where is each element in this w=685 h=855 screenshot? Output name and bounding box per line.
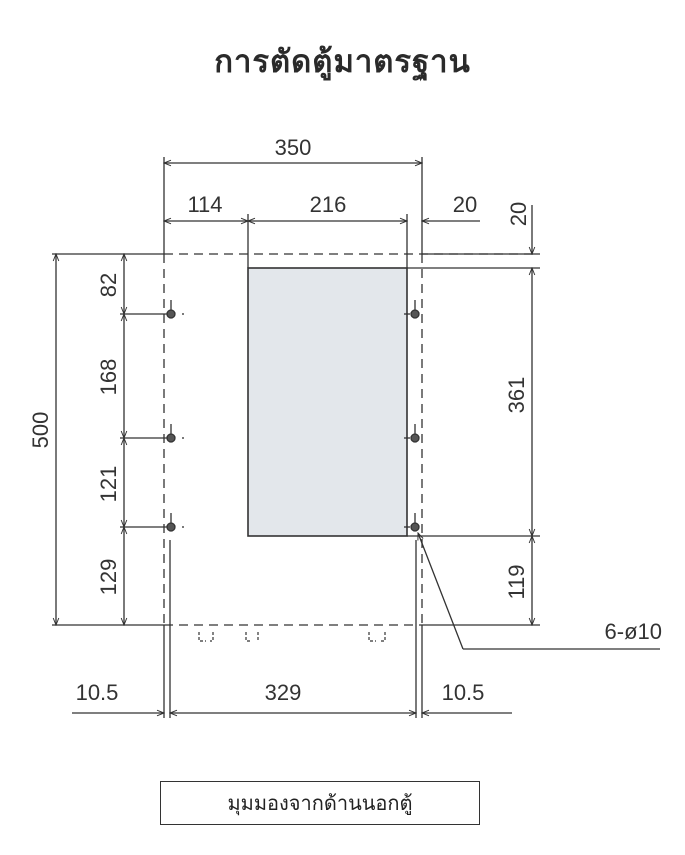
hole-left-1 xyxy=(166,300,184,319)
hole-callout: 6-ø10 xyxy=(605,619,662,644)
dim-right-margin: 20 xyxy=(453,192,477,217)
dim-bottom-span: 329 xyxy=(265,680,302,705)
dim-cutout-width: 216 xyxy=(310,192,347,217)
hole-left-3 xyxy=(166,513,184,532)
page-title: การตัดตู้มาตรฐาน xyxy=(214,44,471,80)
view-caption: มุมมองจากด้านนอกตู้ xyxy=(160,781,480,825)
dim-overall-width: 350 xyxy=(275,135,312,160)
dim-overall-height: 500 xyxy=(28,412,53,449)
dim-bottom-right: 10.5 xyxy=(442,680,485,705)
panel-feet xyxy=(198,632,386,642)
dim-hole-spacing-2: 168 xyxy=(96,359,121,396)
cutout-rectangle xyxy=(247,267,408,537)
dim-hole-spacing-1: 82 xyxy=(96,273,121,297)
hole-left-2 xyxy=(166,424,184,443)
hole-right-1 xyxy=(404,300,420,319)
dim-cutout-height: 361 xyxy=(504,377,529,414)
view-caption-text: มุมมองจากด้านนอกตู้ xyxy=(227,791,413,815)
dim-hole-spacing-3: 121 xyxy=(96,466,121,503)
dim-hole-spacing-4: 129 xyxy=(96,559,121,596)
hole-right-3 xyxy=(404,513,420,532)
dim-bottom-left: 10.5 xyxy=(76,680,119,705)
dim-bottom-margin: 119 xyxy=(504,564,529,599)
hole-right-2 xyxy=(404,424,420,443)
dim-left-offset: 114 xyxy=(187,192,222,217)
mounting-holes xyxy=(166,300,420,532)
dim-top-margin: 20 xyxy=(506,202,531,226)
